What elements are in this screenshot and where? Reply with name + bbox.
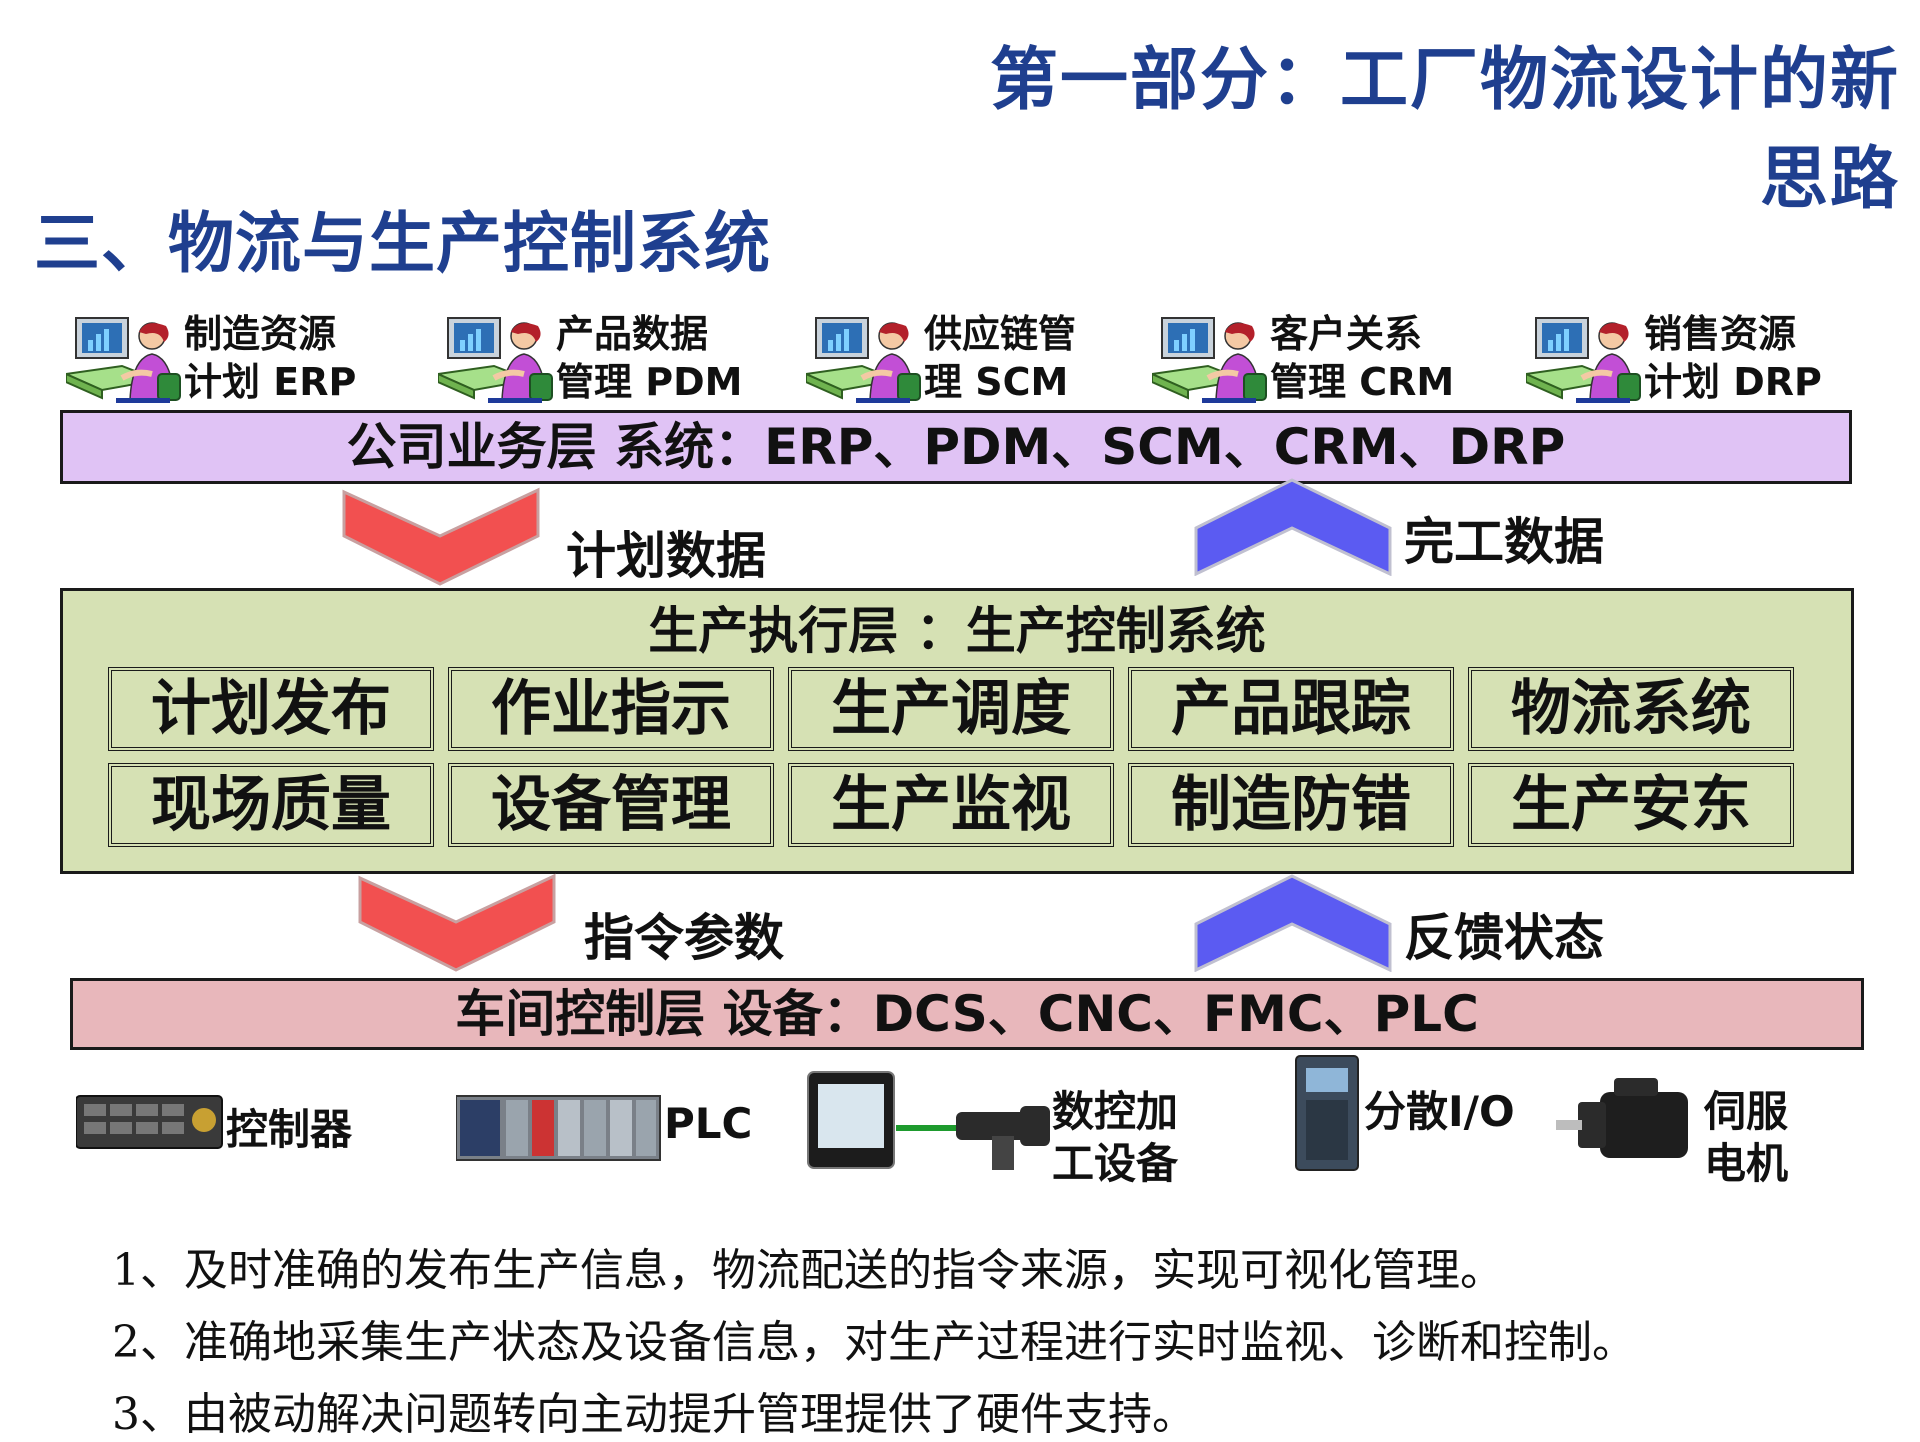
servo-label-line2: 电机 [1704,1139,1789,1188]
system-label-line1: 产品数据 [556,312,709,356]
note-3: 3、由被动解决问题转向主动提升管理提供了硬件支持。 [112,1389,1196,1440]
system-label: 供应链管 理 SCM [924,310,1114,406]
feedback-status-label: 反馈状态 [1404,909,1604,967]
note-2: 2、准确地采集生产状态及设备信息，对生产过程进行实时监视、诊断和控制。 [112,1317,1636,1368]
computer-user-icon [1152,314,1270,404]
system-label-line2: 管理 PDM [556,360,743,404]
module-production-monitoring: 生产监视 [788,763,1114,847]
system-pdm: 产品数据 管理 PDM [438,308,742,408]
module-logistics-system: 物流系统 [1468,667,1794,751]
plan-data-label: 计划数据 [566,527,766,585]
command-params-label: 指令参数 [584,909,784,967]
system-label: 制造资源 计划 ERP [184,310,374,406]
up-arrow-icon [1194,874,1392,972]
system-label-line2: 计划 ERP [184,360,357,404]
system-erp: 制造资源 计划 ERP [66,308,366,408]
part-title: 第一部分：工厂物流设计的新思路 [989,41,1900,219]
note-1: 1、及时准确的发布生产信息，物流配送的指令来源，实现可视化管理。 [112,1245,1504,1296]
shop-floor-layer-bar: 车间控制层 设备：DCS、CNC、FMC、PLC [70,978,1864,1050]
module-plan-release: 计划发布 [108,667,434,751]
module-equipment-management: 设备管理 [448,763,774,847]
plc-label: PLC [664,1099,753,1148]
computer-user-icon [806,314,924,404]
module-production-scheduling: 生产调度 [788,667,1114,751]
servo-label-line1: 伺服 [1704,1087,1789,1136]
module-work-instruction: 作业指示 [448,667,774,751]
system-label-line1: 销售资源 [1644,312,1797,356]
plc-icon [456,1095,661,1161]
servo-motor-icon [1556,1078,1688,1158]
servo-motor-label: 伺服 电机 [1704,1086,1788,1190]
mes-layer: 生产执行层 ：生产控制系统 计划发布 作业指示 生产调度 产品跟踪 物流系统 现… [60,588,1854,874]
computer-user-icon [1526,314,1644,404]
system-label-line2: 管理 CRM [1270,360,1455,404]
system-label: 销售资源 计划 DRP [1644,310,1834,406]
system-drp: 销售资源 计划 DRP [1526,308,1826,408]
system-label-line1: 客户关系 [1270,312,1423,356]
down-arrow-icon [342,487,540,586]
distributed-io-icon [1295,1055,1359,1171]
system-label-line2: 计划 DRP [1644,360,1822,404]
system-label-line1: 制造资源 [184,312,337,356]
module-product-tracking: 产品跟踪 [1128,667,1454,751]
down-arrow-icon [358,873,556,972]
company-layer-bar: 公司业务层 系统：ERP、PDM、SCM、CRM、DRP [60,410,1852,484]
cnc-label-line1: 数控加 [1052,1087,1179,1136]
cnc-equipment-icon [807,1071,1050,1170]
controller-label: 控制器 [226,1105,353,1154]
system-label: 客户关系 管理 CRM [1270,310,1460,406]
cnc-label-line2: 工设备 [1052,1139,1179,1188]
system-label: 产品数据 管理 PDM [556,310,746,406]
module-error-proofing: 制造防错 [1128,763,1454,847]
completion-data-label: 完工数据 [1404,513,1604,571]
system-crm: 客户关系 管理 CRM [1152,308,1454,408]
system-label-line1: 供应链管 [924,312,1077,356]
cnc-label: 数控加 工设备 [1052,1086,1178,1190]
section-title: 三、物流与生产控制系统 [34,205,771,282]
system-label-line2: 理 SCM [924,360,1069,404]
module-field-quality: 现场质量 [108,763,434,847]
up-arrow-icon [1194,478,1392,576]
controller-icon [76,1095,223,1149]
mes-title: 生产执行层 ：生产控制系统 [648,602,1266,660]
system-scm: 供应链管 理 SCM [806,308,1106,408]
module-production-andon: 生产安东 [1468,763,1794,847]
distributed-io-label: 分散I/O [1364,1087,1515,1136]
computer-user-icon [66,314,184,404]
computer-user-icon [438,314,556,404]
